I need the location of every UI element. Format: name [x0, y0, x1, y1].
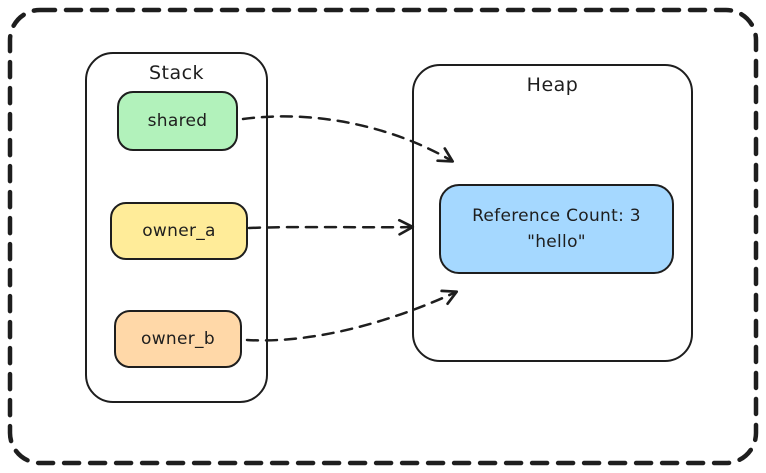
arrow-owner-a-to-heap-value	[247, 218, 415, 236]
heap-value-line2: "hello"	[527, 232, 586, 252]
heap-region-box: Heap Reference Count: 3 "hello"	[412, 64, 693, 362]
heap-value-box: Reference Count: 3 "hello"	[439, 184, 674, 274]
stack-var-owner-b: owner_b	[114, 310, 242, 368]
stack-title: Stack	[148, 62, 205, 84]
stack-var-owner-a: owner_a	[110, 202, 248, 260]
heap-title: Heap	[526, 74, 579, 96]
stack-region-box: Stack shared owner_a owner_b	[85, 52, 268, 403]
heap-value-line1: Reference Count: 3	[472, 205, 641, 226]
stack-var-shared: shared	[117, 91, 238, 151]
